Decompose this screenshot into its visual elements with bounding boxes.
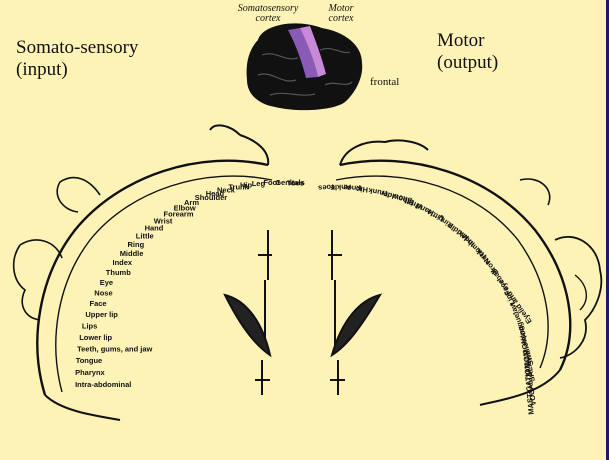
homunculus-label: Knee [343,183,362,193]
homunculus-label: Thumb [106,268,131,277]
homunculus-label: Upper lip [85,310,118,319]
homunculus-label: Eye [100,278,113,287]
sensory-title: Somato-sensory (input) [16,37,138,81]
homunculus-label: Hip [355,184,368,194]
homunculus-label: Wrist [154,216,173,225]
homunculus-label: Ring [128,240,145,249]
motor-cortex-section [335,139,603,406]
homunculus-label: Intra-abdominal [75,380,131,389]
homunculus-label: Nose [94,288,112,297]
homunculus-label: Head [206,189,225,198]
homunculus-label: Forearm [164,210,194,219]
homunculus-label: Genitals [275,178,305,187]
homunculus-label: Trunk [228,183,249,192]
motor-title: Motor (output) [437,30,498,74]
homunculus-label: Arm [184,198,199,207]
homunculus-label: Ankle [331,183,352,192]
sensory-strip [288,28,318,78]
homunculus-label: Lips [82,322,97,331]
homunculus-label: Tongue [76,356,103,365]
homunculus-label: Elbow [174,204,196,213]
brain-sensory-label-line1: Somatosensory [237,3,299,14]
motor-title-line1: Motor [437,30,485,51]
homunculus-label: Hand [145,224,164,233]
homunculus-label: Face [90,299,107,308]
homunculus-label: Shoulder [195,193,228,202]
homunculus-label: MASTICATION [522,363,535,415]
sensory-labels: ToesGenitalsFootLegHipTrunkNeckHeadShoul… [75,178,305,389]
brain-motor-label-line1: Motor [328,3,354,14]
sensory-cortex-section [12,124,273,421]
brain-illustration [246,23,363,111]
brain-motor-label-line2: cortex [328,13,354,24]
homunculus-label: Neck [217,185,236,194]
motor-title-line2: (output) [437,52,499,73]
homunculus-label: Toes [287,179,304,188]
homunculus-label: Middle [120,249,144,258]
homunculus-label: Hip [240,180,253,189]
homunculus-label: Index [113,258,133,267]
midline-structures [223,230,383,395]
homunculus-label: Toes [318,182,336,192]
homunculus-label: Leg [252,179,266,188]
homunculus-label: Foot [263,178,280,187]
sensory-title-line1: Somato-sensory [16,37,139,58]
motor-strip [300,26,326,77]
brain-sensory-label-line2: cortex [255,13,281,24]
homunculus-label: Teeth, gums, and jaw [77,345,152,354]
brain-motor-label: Motor cortex [320,4,362,24]
sensory-title-line2: (input) [16,59,68,80]
homunculus-label: Lower lip [79,333,112,342]
frontal-label: frontal [370,76,400,88]
homunculus-label: Little [136,232,154,241]
brain-sensory-label: Somatosensory cortex [236,4,300,24]
homunculus-label: Trunk [367,186,389,199]
homunculus-label: Pharynx [75,368,105,377]
